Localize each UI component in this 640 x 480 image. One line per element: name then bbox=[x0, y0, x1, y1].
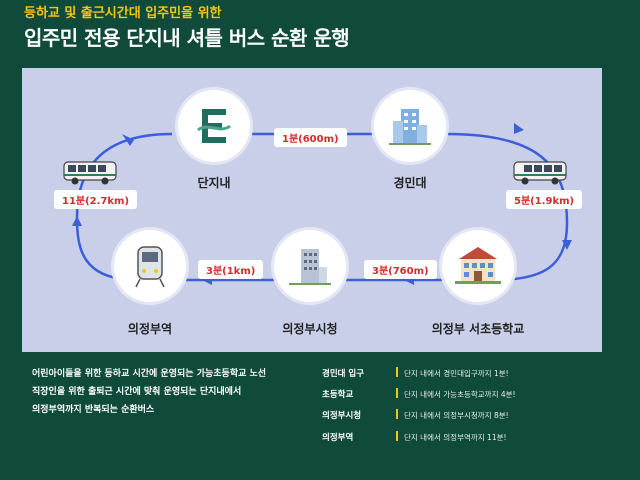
stop-label-gyeongmin: 경민대 bbox=[393, 176, 427, 190]
schedule-row-value: 단지 내에서 경민대입구까지 1분! bbox=[404, 369, 509, 378]
description-line: 어린아이들을 위한 등하교 시간에 운영되는 가능초등학교 노선 bbox=[32, 369, 267, 379]
office-building-icon bbox=[289, 249, 331, 285]
stop-label-station: 의정부역 bbox=[127, 322, 173, 336]
schedule-row-value: 단지 내에서 의정부역까지 11분! bbox=[404, 433, 507, 442]
bus-icon bbox=[513, 161, 567, 185]
page-title: 입주민 전용 단지내 셔틀 버스 순환 운행 bbox=[24, 26, 350, 50]
segment-gyeongmin-elementary: 5분(1.9km) bbox=[506, 190, 583, 209]
schedule-divider bbox=[396, 409, 398, 419]
schedule-row-name: 경민대 입구 bbox=[322, 369, 365, 379]
stop-danjinae bbox=[178, 90, 250, 162]
schedule-row-value: 단지 내에서 가능초등학교까지 4분! bbox=[404, 390, 516, 399]
schedule-row-name: 초등학교 bbox=[322, 390, 354, 400]
description-line: 직장인을 위한 출퇴근 시간에 맞춰 운영되는 단지내에서 bbox=[32, 387, 242, 397]
stop-elementary bbox=[442, 230, 514, 302]
train-icon bbox=[135, 246, 165, 288]
school-icon bbox=[455, 247, 501, 284]
description-line: 의정부역까지 반복되는 순환버스 bbox=[32, 405, 155, 415]
route-map: 단지내 경민대 의정부역 의정부시청 bbox=[22, 68, 602, 352]
segment-danjinae-gyeongmin: 1분(600m) bbox=[274, 128, 347, 147]
stop-label-elementary: 의정부 서초등학교 bbox=[431, 322, 525, 336]
schedule-divider bbox=[396, 367, 398, 377]
stop-gyeongmin bbox=[374, 90, 446, 162]
building-icon bbox=[389, 109, 431, 145]
logo-icon bbox=[197, 109, 231, 143]
schedule-row-name: 의정부역 bbox=[322, 433, 354, 443]
stop-label-danjinae: 단지내 bbox=[197, 176, 231, 190]
segment-cityhall-station: 3분(1km) bbox=[198, 260, 264, 279]
stop-label-cityhall: 의정부시청 bbox=[282, 322, 338, 336]
stop-station bbox=[114, 230, 186, 302]
schedule-divider bbox=[396, 431, 398, 441]
schedule-row-value: 단지 내에서 의정부시청까지 8분! bbox=[404, 411, 509, 420]
segment-elementary-cityhall: 3분(760m) bbox=[364, 260, 437, 279]
schedule-divider bbox=[396, 388, 398, 398]
route-loop bbox=[72, 123, 572, 285]
bus-icon bbox=[63, 161, 117, 185]
header-subtitle: 등하교 및 출근시간대 입주민을 위한 bbox=[24, 6, 222, 21]
stop-cityhall bbox=[274, 230, 346, 302]
schedule-row-name: 의정부시청 bbox=[322, 411, 362, 421]
segment-station-danjinae: 11분(2.7km) bbox=[54, 190, 138, 209]
